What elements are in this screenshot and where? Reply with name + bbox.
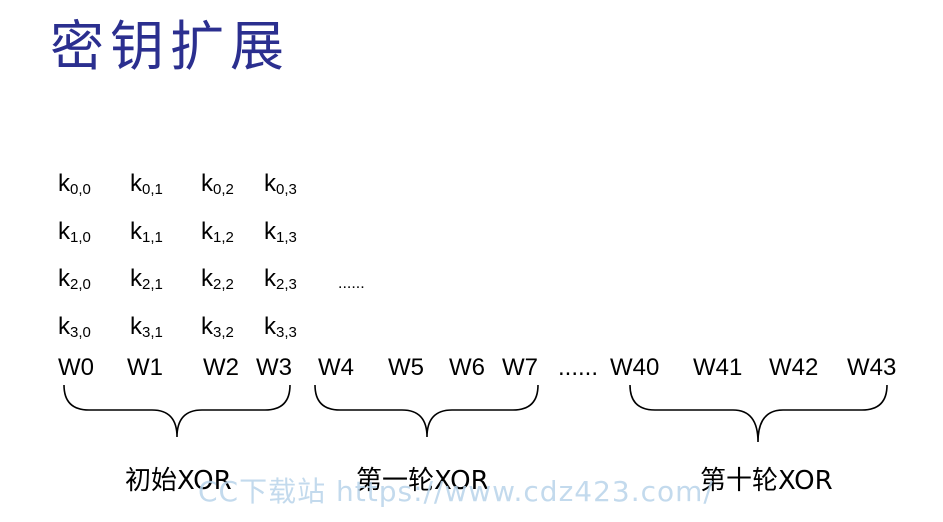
key-cell: k1,0 bbox=[58, 218, 91, 246]
brace-initial bbox=[63, 384, 291, 438]
key-cell: k3,3 bbox=[264, 313, 297, 341]
key-cell: k3,2 bbox=[201, 313, 234, 341]
key-cell: k1,3 bbox=[264, 218, 297, 246]
key-cell: k3,1 bbox=[130, 313, 163, 341]
key-cell: k0,0 bbox=[58, 170, 91, 198]
words-ellipsis: ...... bbox=[558, 354, 599, 381]
word-label: W41 bbox=[693, 354, 743, 381]
key-cell: k2,3 bbox=[264, 265, 297, 293]
word-label: W5 bbox=[388, 354, 424, 381]
word-label: W0 bbox=[58, 354, 94, 381]
key-cell: k0,1 bbox=[130, 170, 163, 198]
key-cell: k3,0 bbox=[58, 313, 91, 341]
word-label: W3 bbox=[256, 354, 292, 381]
word-label: W6 bbox=[449, 354, 485, 381]
brace-round-ten bbox=[629, 384, 888, 443]
word-label: W7 bbox=[502, 354, 538, 381]
key-cell: k0,3 bbox=[264, 170, 297, 198]
key-cell: k1,1 bbox=[130, 218, 163, 246]
word-label: W40 bbox=[610, 354, 660, 381]
word-label: W1 bbox=[127, 354, 163, 381]
matrix-ellipsis: ...... bbox=[338, 275, 365, 292]
group-label-initial: 初始XOR bbox=[125, 466, 232, 496]
page-title: 密钥扩展 bbox=[50, 15, 290, 78]
key-cell: k0,2 bbox=[201, 170, 234, 198]
group-label-round-one: 第一轮XOR bbox=[356, 466, 489, 496]
word-label: W43 bbox=[847, 354, 897, 381]
word-label: W2 bbox=[203, 354, 239, 381]
group-label-round-ten: 第十轮XOR bbox=[700, 466, 833, 496]
word-label: W42 bbox=[769, 354, 819, 381]
word-label: W4 bbox=[318, 354, 354, 381]
key-cell: k2,0 bbox=[58, 265, 91, 293]
key-cell: k2,2 bbox=[201, 265, 234, 293]
brace-round-one bbox=[314, 384, 539, 438]
key-cell: k2,1 bbox=[130, 265, 163, 293]
watermark: CC下载站 https://www.cdz423.com/ bbox=[198, 475, 714, 508]
key-cell: k1,2 bbox=[201, 218, 234, 246]
